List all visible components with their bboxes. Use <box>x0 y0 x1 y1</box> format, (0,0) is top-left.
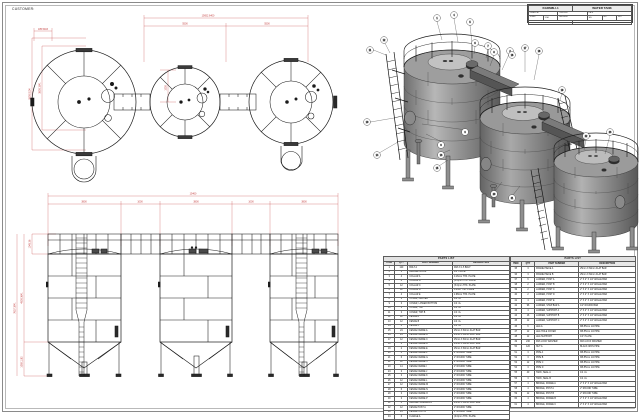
balloon-label: 1 <box>436 18 438 20</box>
elevation-bridge-2 <box>231 233 271 255</box>
elevation-ladder-1 <box>75 234 88 376</box>
plan-dim-inner: 3800.1841 <box>38 82 41 94</box>
elev-dim-tank1: 3800 <box>81 201 87 204</box>
balloon-label: 6 <box>474 43 476 45</box>
cell-qty: 6 <box>394 414 409 420</box>
cell-item: 61 <box>509 401 522 409</box>
title-block-checked-key: CHECKED <box>557 11 588 16</box>
elevation-bridge-1 <box>120 233 161 255</box>
plan-walkway-1 <box>113 93 151 111</box>
elevation-geometry <box>46 233 339 377</box>
iso-tank-1 <box>385 33 501 190</box>
cell-qty: 4 <box>520 401 535 409</box>
cell-description: 2" X 2" X 1/4" ANGLE BAR <box>578 401 636 409</box>
elevation-dimensions <box>16 193 339 377</box>
customer-label: CUSTOMER: <box>12 7 35 11</box>
parts-list-left: PARTS LIST ITEM QTY PART NUMBER DESCRIPT… <box>382 256 510 420</box>
balloon-label: 14 <box>376 155 379 157</box>
plan-dim-span-left: 5500 <box>182 23 188 26</box>
parts-list: PARTS LIST ITEM QTY PART NUMBER DESCRIPT… <box>382 255 636 420</box>
balloon-label: 20 <box>493 194 496 196</box>
plan-geometry <box>30 48 338 183</box>
elev-dim-tank3: 3800 <box>301 201 307 204</box>
balloon-label: 13 <box>440 155 443 157</box>
iso-tank-2 <box>478 86 580 232</box>
iso-tank-3 <box>530 132 639 254</box>
elevation-ladder-3 <box>295 234 308 376</box>
cell-item: 34 <box>382 414 396 420</box>
cell-part-number: FLANGE A <box>407 414 453 420</box>
balloon-label: 15 <box>436 168 439 170</box>
balloon-label: 4 <box>453 15 455 17</box>
balloon-label: 8 <box>493 52 495 54</box>
balloon-label: 21 <box>511 198 514 200</box>
balloon-label: 17 <box>524 48 527 50</box>
isometric-view: 11 12 10 14 1 4 5 6 <box>362 10 639 254</box>
plan-tank-1 <box>30 48 137 183</box>
title-block-date-key: DATE <box>586 11 633 16</box>
title-block: KGDM8LI-1 WATER TANK DRAWN BY CHECKED DA… <box>527 4 633 25</box>
balloon-label: 23 <box>609 132 612 134</box>
plan-dim-overall: 15652.6400 <box>202 15 215 18</box>
title-block-approved-key: APPROVED BY <box>527 19 574 25</box>
balloon-label: 16 <box>511 55 514 57</box>
plan-dim-span-right: 5500 <box>264 23 270 26</box>
iso-balloons: 11 12 10 14 1 4 5 6 <box>363 11 614 202</box>
elevation-tank-1 <box>46 233 122 377</box>
balloon-label: 11 <box>369 50 372 52</box>
balloon-label: 5 <box>469 22 471 24</box>
balloon-label: 7 <box>487 46 489 48</box>
cell-description: (6.0)mm THK. PLATE <box>452 414 510 420</box>
elev-dim-gap2: 1000 <box>248 201 254 204</box>
elev-dim-leg: 1080.1182 <box>20 356 23 368</box>
iso-ladder-3 <box>530 167 553 251</box>
elev-dim-gap1: 1000 <box>137 201 143 204</box>
title-block-dwgno-value: KGDM8LI-1 <box>572 19 632 25</box>
cell-part-number: BRIDGE, FRAME C <box>533 401 580 409</box>
balloon-label: 10 <box>366 122 369 124</box>
plan-dim-outer: 5500.0104 <box>28 88 31 100</box>
balloon-label: 9 <box>440 145 442 147</box>
plan-dimension-text: 15652.6400 5500 5500 185.5403 3800.1841 … <box>28 15 270 100</box>
elev-dim-total: 7637.3941 <box>13 302 16 314</box>
elevation-tank-3 <box>268 233 339 377</box>
plan-tank-2 <box>149 65 221 139</box>
plan-walkway-2 <box>219 93 257 111</box>
parts-list-right: PARTS LIST ITEM QTY PART NUMBER DESCRIPT… <box>509 255 636 409</box>
elev-dim-rail: 1045.36 <box>28 239 31 248</box>
elevation-dimension-text: 15460 3800 1000 3800 1000 3800 1045.36 4… <box>13 193 307 368</box>
elev-dim-shell: 4800.3641 <box>20 292 23 304</box>
plan-view: 15652.6400 5500 5500 185.5403 3800.1841 … <box>8 10 360 183</box>
elevation-tank-2 <box>158 233 233 377</box>
plan-dim-bridge: 1000 <box>165 85 168 91</box>
elev-dim-overall: 15460 <box>190 193 197 196</box>
balloon-label: 22 <box>585 136 588 138</box>
balloon-label: 19 <box>561 90 564 92</box>
elev-dim-tank2: 3800 <box>193 201 199 204</box>
elevation-view: 15460 3800 1000 3800 1000 3800 1045.36 4… <box>8 186 376 408</box>
balloon-label: 3 <box>464 132 466 134</box>
plan-dim-offset: 185.5403 <box>38 28 49 31</box>
balloon-label: 12 <box>383 40 386 42</box>
balloon-label: 18 <box>538 51 541 53</box>
plan-tank-3 <box>248 58 338 171</box>
plan-dimensions <box>31 15 309 151</box>
iso-geometry: 11 12 10 14 1 4 5 6 <box>363 11 639 254</box>
